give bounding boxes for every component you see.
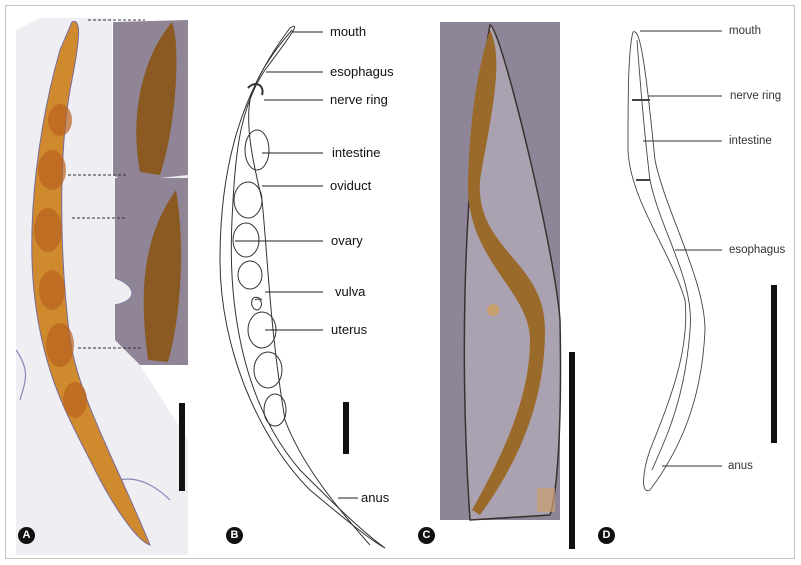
scale-bar-a: [179, 403, 185, 491]
label-d-intestine: intestine: [729, 135, 772, 147]
label-b-anus: anus: [361, 490, 390, 505]
panel-label-b: B: [226, 527, 243, 544]
panel-b-drawing: [219, 25, 386, 549]
scale-bar-c: [569, 352, 575, 549]
label-b-nerve-ring: nerve ring: [330, 92, 388, 107]
label-b-oviduct: oviduct: [330, 178, 372, 193]
label-b-uterus: uterus: [331, 322, 368, 337]
label-d-anus: anus: [728, 460, 753, 472]
figure-frame: [5, 5, 795, 559]
panel-label-d: D: [598, 527, 615, 544]
scale-bar-b: [343, 402, 349, 454]
label-d-nerve-ring: nerve ring: [730, 90, 782, 102]
label-b-ovary: ovary: [331, 233, 363, 248]
label-d-esophagus: esophagus: [729, 244, 786, 256]
scale-bar-d: [771, 285, 777, 443]
label-b-intestine: intestine: [332, 145, 381, 160]
label-d-mouth: mouth: [729, 25, 761, 37]
panel-a-photo: [15, 18, 188, 555]
label-b-mouth: mouth: [330, 24, 367, 39]
label-b-esophagus: esophagus: [330, 64, 394, 79]
panel-label-c: C: [418, 527, 435, 544]
label-b-vulva: vulva: [335, 284, 366, 299]
panel-d-drawing: [627, 30, 722, 491]
panel-label-a: A: [18, 527, 35, 544]
panel-c-photo: [440, 22, 562, 521]
